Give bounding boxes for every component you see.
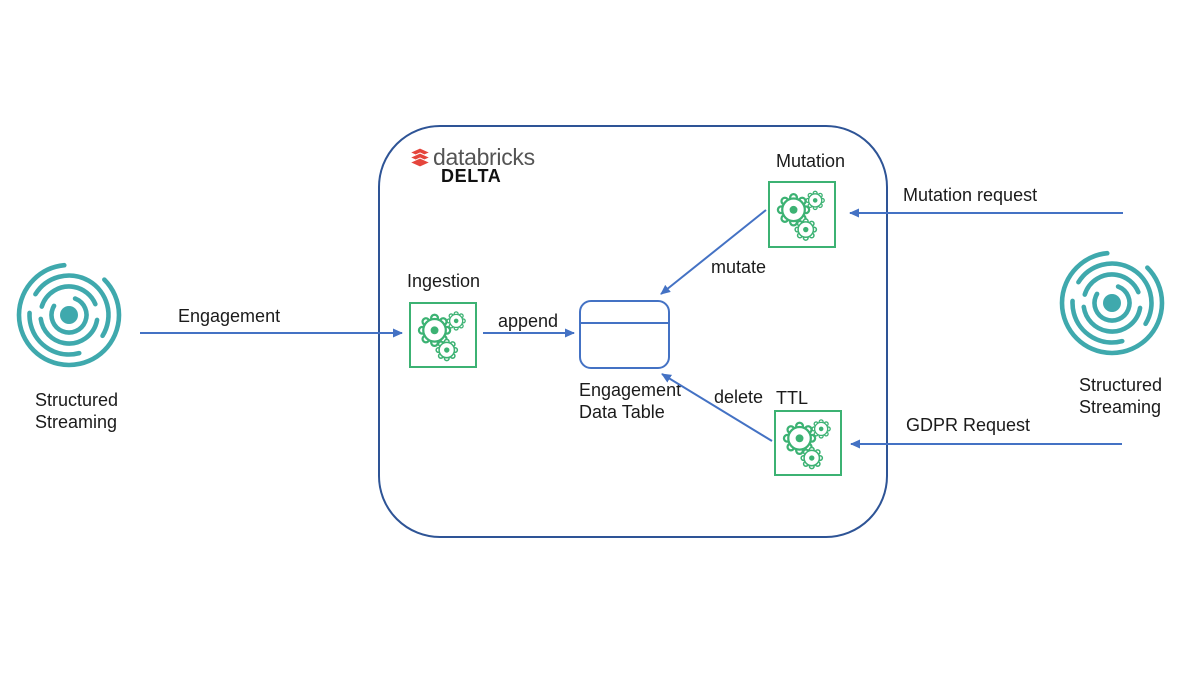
gears-icon — [782, 419, 831, 470]
structured-streaming-left-label: Structured Streaming — [35, 389, 135, 433]
ttl-node-label: TTL — [776, 388, 809, 408]
gdpr-request-edge-label: GDPR Request — [906, 415, 1031, 435]
structured-streaming-left-line1: Structured — [35, 390, 119, 410]
ttl-node — [774, 410, 842, 476]
structured-streaming-right-icon — [1056, 247, 1168, 359]
mutation-node-label: Mutation — [776, 151, 846, 171]
table-label-line1: Engagement — [579, 380, 682, 400]
structured-streaming-left-icon — [13, 259, 125, 371]
mutation-node — [768, 181, 836, 248]
structured-streaming-right-line2: Streaming — [1079, 397, 1162, 417]
databricks-logo-icon — [410, 148, 430, 167]
ingestion-node — [409, 302, 477, 368]
append-edge-label: append — [498, 311, 559, 331]
engagement-edge-label: Engagement — [178, 306, 281, 326]
table-label-line2: Data Table — [579, 402, 665, 422]
ingestion-node-label: Ingestion — [407, 271, 481, 291]
delta-wordmark: DELTA — [441, 166, 502, 186]
gears-icon — [776, 190, 825, 241]
gears-icon — [417, 311, 466, 362]
engagement-data-table-icon — [579, 300, 670, 369]
delete-edge-label: delete — [714, 387, 764, 407]
structured-streaming-right-label: Structured Streaming — [1079, 374, 1179, 418]
databricks-wordmark: databricks — [433, 144, 535, 170]
databricks-logo: databricks — [410, 144, 535, 171]
structured-streaming-right-line1: Structured — [1079, 375, 1163, 395]
table-header-divider — [581, 322, 668, 324]
mutate-edge-label: mutate — [711, 257, 767, 277]
databricks-delta-container — [378, 125, 888, 538]
mutation-request-edge-label: Mutation request — [903, 185, 1038, 205]
structured-streaming-left-line2: Streaming — [35, 412, 118, 432]
engagement-data-table-label: Engagement Data Table — [579, 379, 689, 423]
